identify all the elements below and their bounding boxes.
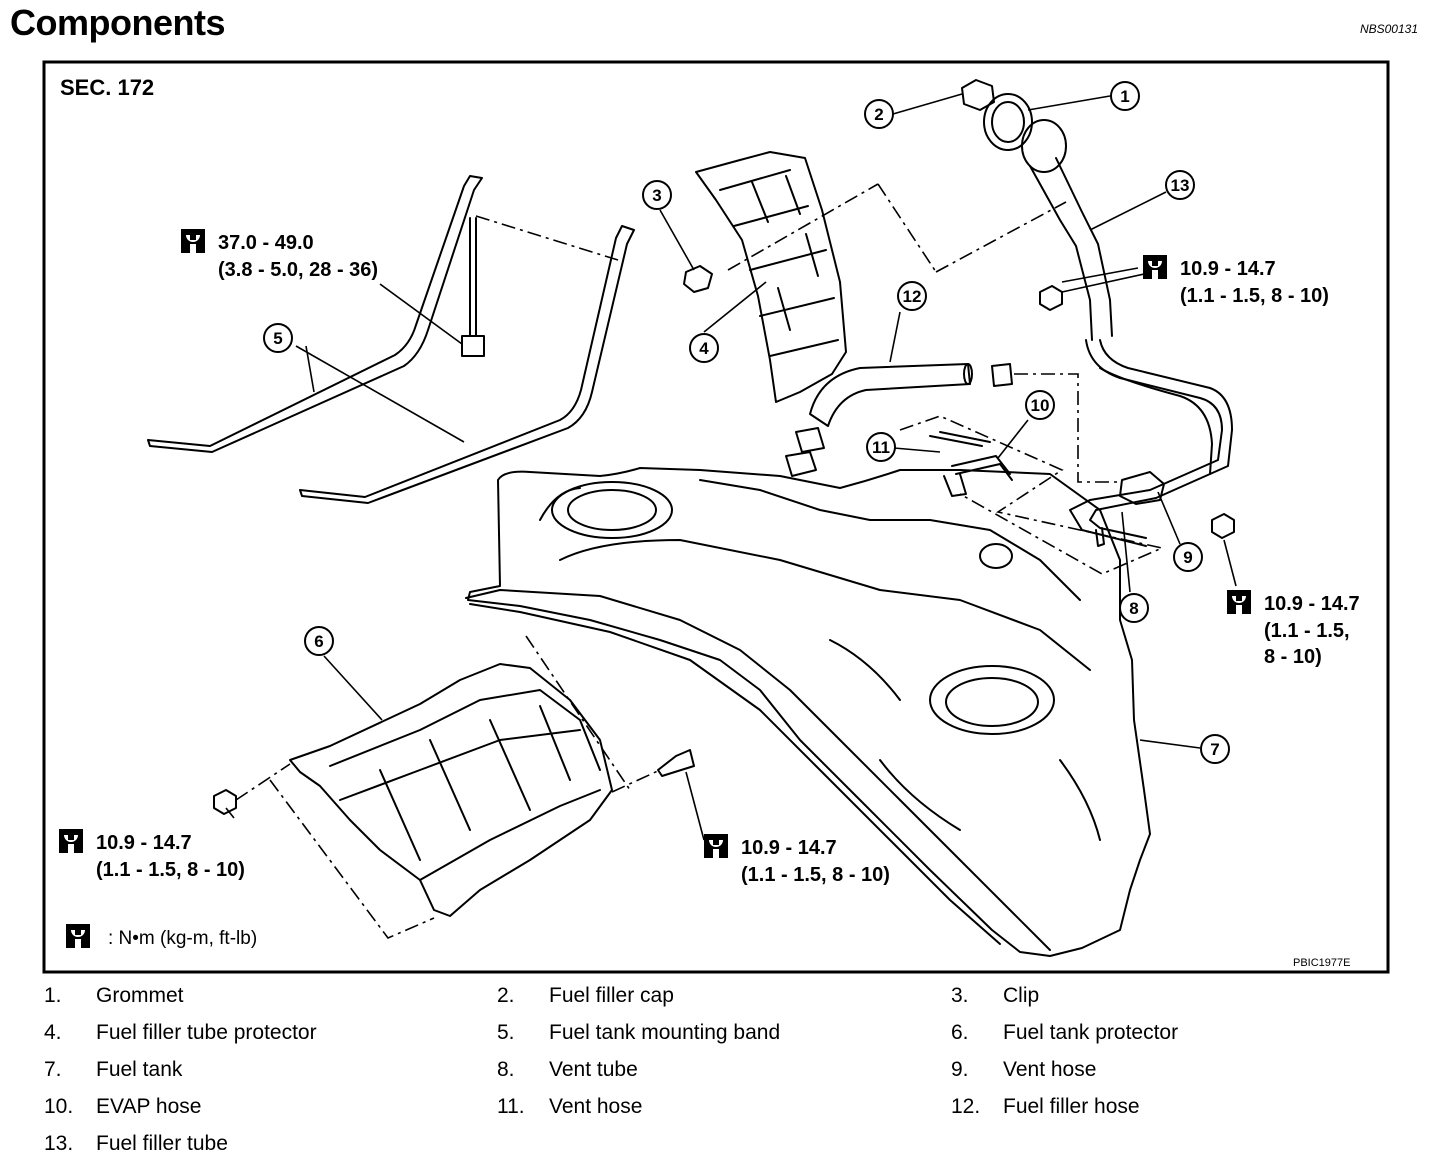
- document-code: NBS00131: [1359, 22, 1418, 36]
- legend-item: 4.Fuel filler tube protector: [44, 1021, 317, 1044]
- figure-code: PBIC1977E: [1293, 957, 1350, 969]
- legend-item: 7.Fuel tank: [44, 1058, 183, 1081]
- legend-item: 2.Fuel filler cap: [497, 984, 674, 1007]
- callout-1: 1: [1110, 81, 1140, 111]
- callout-12: 12: [897, 281, 927, 311]
- svg-text:10: 10: [1031, 396, 1050, 415]
- svg-text:3: 3: [652, 186, 661, 205]
- svg-text:4: 4: [699, 339, 709, 358]
- filler-tube-nut: [1039, 285, 1063, 311]
- unit-legend: : N•m (kg-m, ft-lb): [66, 924, 257, 949]
- evap-and-vent-hose: [929, 431, 1013, 497]
- svg-text:(1.1 - 1.5, 8 - 10): (1.1 - 1.5, 8 - 10): [1180, 285, 1329, 307]
- torque-spec-filler-tube: 10.9 - 14.7 (1.1 - 1.5, 8 - 10): [1143, 255, 1329, 307]
- grommet: [983, 93, 1033, 151]
- svg-text:10.9 - 14.7: 10.9 - 14.7: [1180, 258, 1276, 280]
- fuel-tank-protector: [289, 663, 613, 917]
- fuel-filler-tube: [1021, 119, 1233, 547]
- callout-3: 3: [642, 180, 672, 210]
- torque-spec-vent-nut: 10.9 - 14.7 (1.1 - 1.5, 8 - 10): [1227, 590, 1360, 668]
- svg-text:1: 1: [1120, 87, 1129, 106]
- svg-text:8: 8: [1129, 599, 1138, 618]
- section-label: SEC. 172: [60, 75, 154, 100]
- callout-6: 6: [304, 626, 334, 656]
- fuel-tank: [465, 467, 1151, 957]
- torque-spec-protector-left: 10.9 - 14.7 (1.1 - 1.5, 8 - 10): [59, 829, 245, 881]
- legend-item: 3.Clip: [951, 984, 1040, 1007]
- fuel-tank-mounting-band: [147, 175, 635, 504]
- svg-text:12: 12: [903, 287, 922, 306]
- callout-7: 7: [1200, 734, 1230, 764]
- callout-13: 13: [1165, 170, 1195, 200]
- legend-item: 10.EVAP hose: [44, 1095, 202, 1118]
- callout-4: 4: [689, 333, 719, 363]
- parts-legend: 1.Grommet 2.Fuel filler cap 3.Clip 4.Fue…: [0, 982, 1440, 1170]
- callout-8: 8: [1119, 593, 1149, 623]
- svg-text:(3.8 - 5.0, 28 - 36): (3.8 - 5.0, 28 - 36): [218, 259, 378, 281]
- svg-text:11: 11: [872, 438, 890, 457]
- torque-wrench-icon: [1227, 590, 1251, 614]
- clip: [683, 265, 713, 293]
- svg-text:(1.1 - 1.5, 8 - 10): (1.1 - 1.5, 8 - 10): [96, 859, 245, 881]
- torque-spec-protector-right: 10.9 - 14.7 (1.1 - 1.5, 8 - 10): [704, 834, 890, 886]
- svg-text:10.9 - 14.7: 10.9 - 14.7: [741, 837, 837, 859]
- callout-10: 10: [1025, 390, 1055, 420]
- svg-text:8 - 10): 8 - 10): [1264, 646, 1322, 668]
- torque-wrench-icon: [66, 924, 90, 948]
- torque-wrench-icon: [1143, 255, 1167, 279]
- svg-text:10.9 - 14.7: 10.9 - 14.7: [96, 832, 192, 854]
- diagram-frame: [42, 60, 1390, 974]
- part-drawings: [147, 79, 1235, 957]
- protector-bolt-right: [657, 749, 695, 777]
- legend-item: 6.Fuel tank protector: [951, 1021, 1179, 1044]
- callouts: 1 2 3 4 5 6 7 8 9 10 11 12 13: [263, 81, 1230, 764]
- legend-item: 5.Fuel tank mounting band: [497, 1021, 781, 1044]
- fuel-filler-tube-protector: [695, 151, 847, 403]
- torque-wrench-icon: [59, 829, 83, 853]
- fuel-filler-cap: [961, 79, 995, 111]
- svg-text:6: 6: [314, 632, 323, 651]
- callout-9: 9: [1173, 542, 1203, 572]
- torque-wrench-icon: [704, 834, 728, 858]
- svg-text:7: 7: [1210, 740, 1219, 759]
- svg-text:2: 2: [874, 105, 883, 124]
- legend-item: 8.Vent tube: [497, 1058, 638, 1081]
- svg-text:: N•m (kg-m, ft-lb): : N•m (kg-m, ft-lb): [108, 928, 257, 949]
- svg-text:(1.1 - 1.5,: (1.1 - 1.5,: [1264, 620, 1350, 642]
- callout-2: 2: [864, 99, 894, 129]
- svg-text:10.9 - 14.7: 10.9 - 14.7: [1264, 593, 1360, 615]
- svg-text:37.0 - 49.0: 37.0 - 49.0: [218, 232, 314, 254]
- legend-item: 13.Fuel filler tube: [44, 1132, 228, 1155]
- vent-tube: [1095, 471, 1165, 547]
- torque-wrench-icon: [181, 229, 205, 253]
- callout-11: 11: [866, 432, 896, 462]
- callout-5: 5: [263, 323, 293, 353]
- legend-item: 9.Vent hose: [951, 1058, 1097, 1081]
- svg-text:9: 9: [1183, 548, 1192, 567]
- legend-item: 1.Grommet: [44, 984, 184, 1007]
- vent-nut: [1211, 513, 1235, 539]
- leader-lines: [225, 93, 1237, 939]
- legend-item: 12.Fuel filler hose: [951, 1095, 1140, 1118]
- svg-text:13: 13: [1171, 176, 1190, 195]
- protector-nut-left: [213, 789, 237, 815]
- page-title: Components: [10, 2, 226, 43]
- svg-text:(1.1 - 1.5, 8 - 10): (1.1 - 1.5, 8 - 10): [741, 864, 890, 886]
- legend-item: 11.Vent hose: [497, 1095, 643, 1118]
- svg-text:5: 5: [273, 329, 282, 348]
- torque-spec-band-bolt: 37.0 - 49.0 (3.8 - 5.0, 28 - 36): [181, 229, 378, 281]
- fuel-filler-hose: [785, 363, 1013, 477]
